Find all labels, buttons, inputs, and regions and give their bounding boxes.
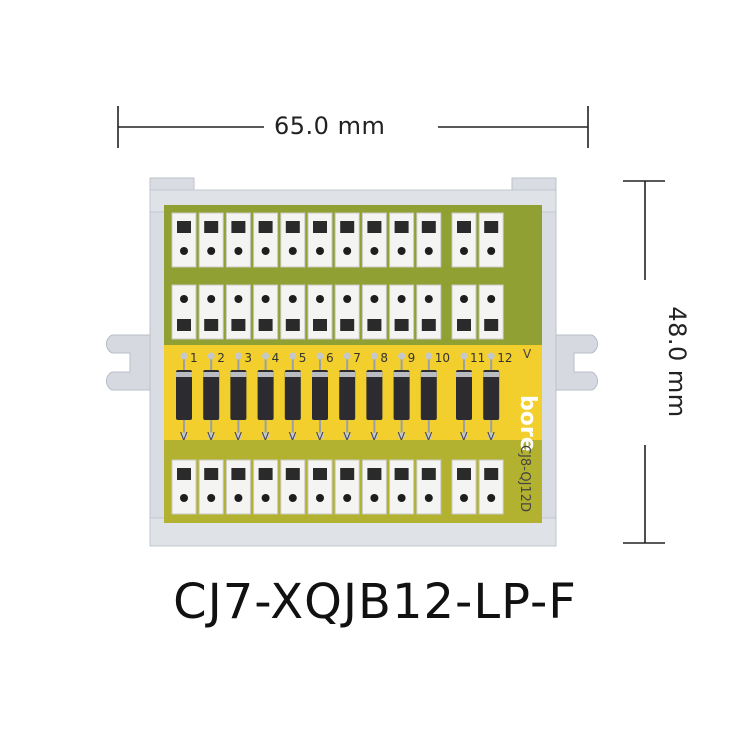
terminal-upper[interactable] <box>253 284 279 340</box>
terminal-top[interactable] <box>334 212 360 268</box>
terminal-bottom[interactable] <box>198 459 224 515</box>
diode <box>393 352 410 440</box>
terminal-top[interactable] <box>171 212 197 268</box>
diode <box>176 352 192 440</box>
terminal-upper[interactable] <box>389 284 415 340</box>
v-label: V <box>398 430 406 443</box>
board-code: CJ8-QJ12D <box>517 445 532 512</box>
terminal-bottom[interactable] <box>389 459 415 515</box>
channel-number: 10 <box>435 351 450 365</box>
terminal-blocks <box>171 212 504 515</box>
terminal-bottom[interactable] <box>280 459 306 515</box>
channel-number: 1 <box>190 351 198 365</box>
v-label: V <box>425 430 433 443</box>
diode <box>420 352 437 440</box>
channel-number: 2 <box>217 351 225 365</box>
v-label: V <box>207 430 215 443</box>
v-label: V <box>316 430 324 443</box>
height-dimension-line <box>623 180 665 544</box>
diode <box>483 352 500 440</box>
diode <box>284 352 301 440</box>
v-label: V <box>370 430 378 443</box>
terminal-bottom[interactable] <box>361 459 387 515</box>
channel-number: 8 <box>380 351 388 365</box>
terminal-top[interactable] <box>389 212 415 268</box>
diode <box>456 352 472 440</box>
v-label: V <box>289 430 297 443</box>
terminal-bottom[interactable] <box>171 459 197 515</box>
terminal-top[interactable] <box>451 212 477 268</box>
terminal-upper[interactable] <box>361 284 387 340</box>
terminal-top[interactable] <box>225 212 251 268</box>
channel-number: 3 <box>244 351 252 365</box>
terminal-top[interactable] <box>198 212 224 268</box>
channel-number: 12 <box>497 351 512 365</box>
terminal-bottom[interactable] <box>416 459 442 515</box>
channel-number: 9 <box>408 351 416 365</box>
terminal-bottom[interactable] <box>478 459 504 515</box>
channel-number: 4 <box>272 351 280 365</box>
diode <box>312 352 328 440</box>
terminal-upper[interactable] <box>171 284 197 340</box>
terminal-top[interactable] <box>253 212 279 268</box>
width-dimension-label: 65.0 mm <box>274 112 386 140</box>
diode <box>257 352 274 440</box>
terminal-upper[interactable] <box>416 284 442 340</box>
diode <box>366 352 383 440</box>
terminal-top[interactable] <box>307 212 333 268</box>
diode-array <box>176 352 500 440</box>
width-dimension-line <box>117 106 589 148</box>
terminal-upper[interactable] <box>280 284 306 340</box>
terminal-top[interactable] <box>280 212 306 268</box>
terminal-bottom[interactable] <box>225 459 251 515</box>
terminal-bottom[interactable] <box>253 459 279 515</box>
diode <box>339 352 356 440</box>
terminal-bottom[interactable] <box>307 459 333 515</box>
channel-number: 5 <box>299 351 307 365</box>
v-label: V <box>180 430 188 443</box>
terminal-upper[interactable] <box>334 284 360 340</box>
channel-number: 7 <box>353 351 361 365</box>
diode <box>230 352 247 440</box>
v-label: V <box>234 430 242 443</box>
model-label: CJ7-XQJB12-LP-F <box>173 574 577 630</box>
terminal-top[interactable] <box>361 212 387 268</box>
terminal-upper[interactable] <box>307 284 333 340</box>
terminal-top[interactable] <box>416 212 442 268</box>
v-label: V <box>262 430 270 443</box>
terminal-bottom[interactable] <box>451 459 477 515</box>
terminal-upper[interactable] <box>225 284 251 340</box>
terminal-bottom[interactable] <box>334 459 360 515</box>
v-label: V <box>460 430 468 443</box>
v-label-top: V <box>523 347 532 361</box>
diode <box>203 352 220 440</box>
terminal-upper[interactable] <box>478 284 504 340</box>
channel-number: 6 <box>326 351 334 365</box>
v-label: V <box>343 430 351 443</box>
v-label: V <box>487 430 495 443</box>
terminal-top[interactable] <box>478 212 504 268</box>
brand-logo: bore <box>515 395 540 452</box>
terminal-upper[interactable] <box>451 284 477 340</box>
channel-number: 11 <box>470 351 485 365</box>
terminal-upper[interactable] <box>198 284 224 340</box>
